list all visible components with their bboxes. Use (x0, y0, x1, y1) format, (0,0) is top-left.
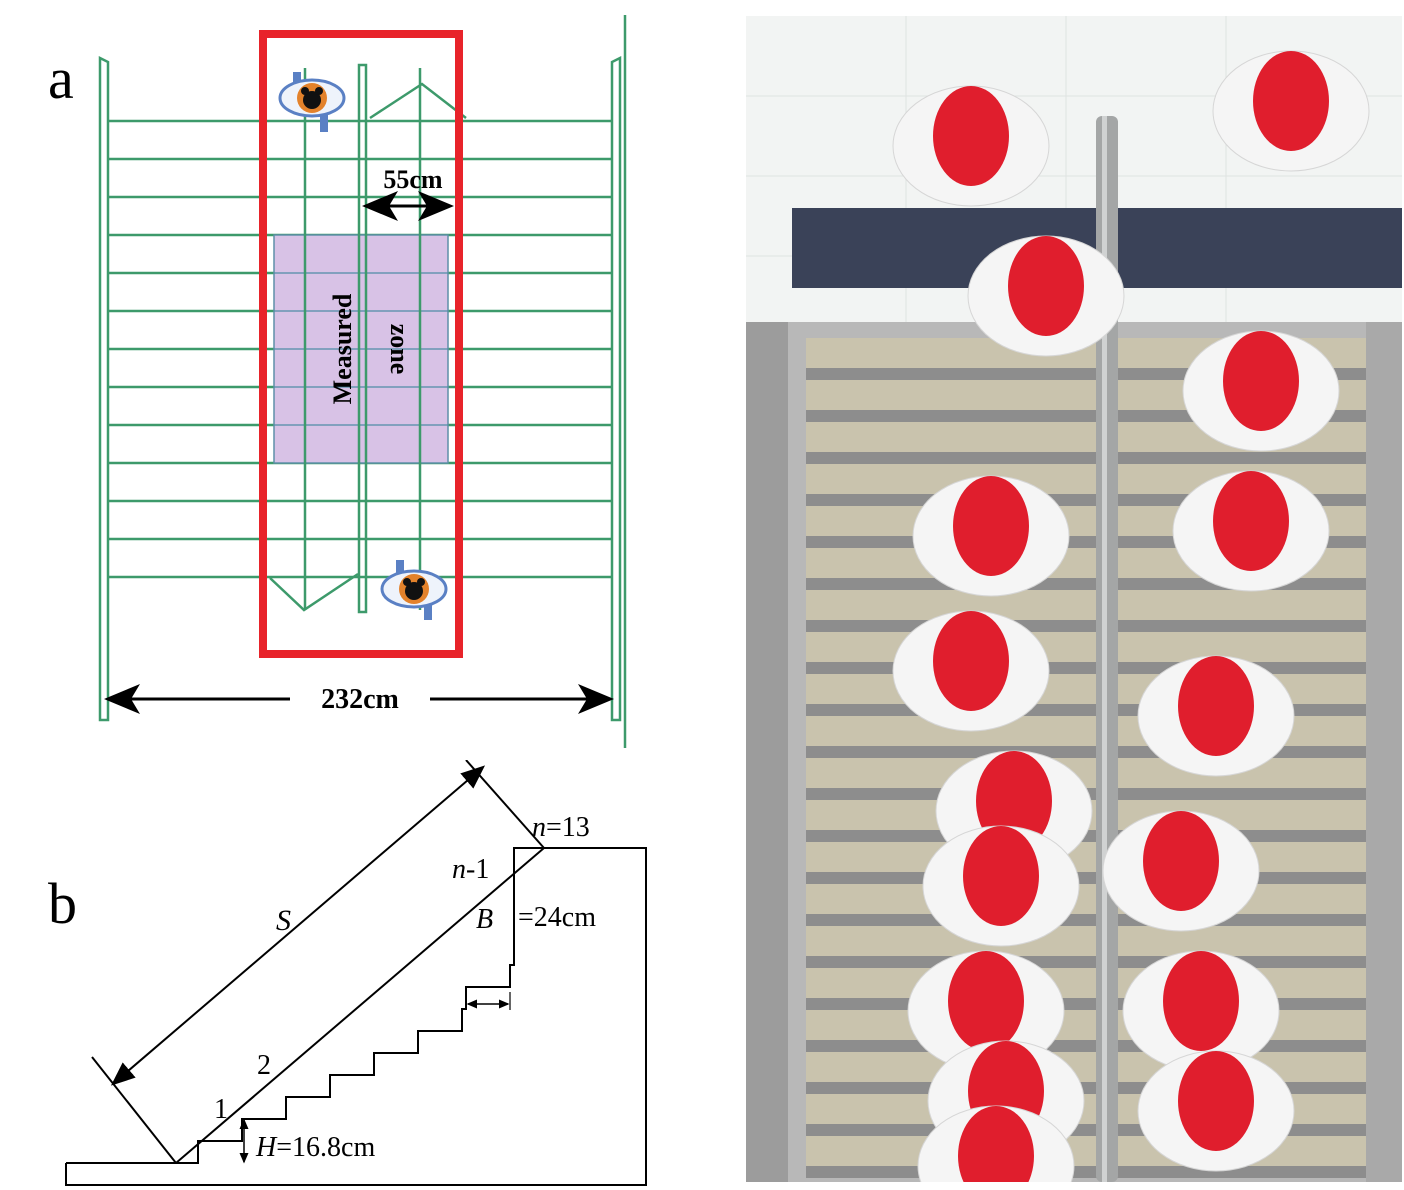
stair-step-edge (806, 452, 1366, 464)
red-cap (948, 951, 1024, 1051)
red-cap (1213, 471, 1289, 571)
panel-label-b: b (48, 871, 77, 936)
red-cap (933, 611, 1009, 711)
n-minus-1-symbol: n (452, 854, 466, 885)
participant (892, 85, 1050, 207)
n-minus-1-label: n-1 (452, 854, 489, 885)
participant (892, 610, 1050, 732)
stair-step-edge (806, 662, 1366, 674)
stair-step-edge (806, 620, 1366, 632)
n-minus-1-suffix: -1 (466, 854, 489, 885)
participant (1102, 810, 1260, 932)
tread-value: =24cm (518, 902, 596, 933)
participant (1182, 330, 1340, 452)
lane-width-label: 55cm (383, 165, 443, 194)
red-cap (1143, 811, 1219, 911)
participants (892, 50, 1370, 1182)
n-label: n=13 (532, 812, 590, 843)
red-cap (953, 476, 1029, 576)
slope-arrow (110, 765, 486, 1086)
participant (922, 825, 1080, 947)
riser-label: H=16.8cm (255, 1132, 375, 1163)
stair-step (806, 758, 1366, 788)
stair-step-edge (806, 872, 1366, 884)
stair-step (806, 632, 1366, 662)
red-cap (1008, 236, 1084, 336)
camera-icon-top (278, 72, 346, 132)
red-cap (963, 826, 1039, 926)
measured-zone-label-2: zone (385, 324, 414, 375)
stair-step (806, 1052, 1366, 1082)
participant (1172, 470, 1330, 592)
red-cap (1178, 656, 1254, 756)
step-label-2: 2 (257, 1050, 271, 1081)
camera-icon-bottom (380, 560, 448, 620)
stair-step (806, 1010, 1366, 1040)
stair-step-edge (806, 1040, 1366, 1052)
stair-step (806, 590, 1366, 620)
riser-symbol: H (255, 1132, 278, 1163)
stair-step (806, 884, 1366, 914)
stair-step-edge (806, 998, 1366, 1010)
observation-frame (259, 30, 463, 658)
tread-label: B (476, 904, 493, 935)
stair-plan-diagram: 55cm Measured zone 232cm (98, 15, 627, 748)
riser-value: =16.8cm (276, 1132, 375, 1163)
participant (907, 950, 1065, 1072)
red-cap (1178, 1051, 1254, 1151)
participant (912, 475, 1070, 597)
stair-outline (65, 847, 647, 1186)
tread-symbol: B (476, 904, 493, 935)
red-cap (1163, 951, 1239, 1051)
red-cap (1253, 51, 1329, 151)
stair-step (806, 926, 1366, 956)
participant (1137, 1050, 1295, 1172)
slope-label: S (276, 904, 291, 937)
n-value: =13 (546, 812, 590, 843)
participant (967, 235, 1125, 357)
participant (1137, 655, 1295, 777)
panel-label-a: a (48, 46, 74, 111)
step-label-1: 1 (214, 1094, 228, 1125)
participant (1212, 50, 1370, 172)
stair-step (806, 968, 1366, 998)
participant (917, 1105, 1075, 1182)
participant (1122, 950, 1280, 1072)
red-cap (958, 1106, 1034, 1182)
lane-lines (269, 63, 467, 614)
stair-step-edge (806, 914, 1366, 926)
stair-step-edge (806, 956, 1366, 968)
side-handrails (98, 15, 627, 748)
measured-zone-label: Measured (328, 293, 357, 404)
stair-width-label: 232cm (321, 684, 399, 715)
stair-section-diagram: S n=13 n-1 1 2 B =24cm H=16.8cm (65, 760, 647, 1186)
red-cap (1223, 331, 1299, 431)
stair-step-edge (806, 1166, 1366, 1178)
n-symbol: n (532, 812, 546, 843)
red-cap (933, 86, 1009, 186)
stair-steps-photo (806, 338, 1366, 1178)
stair-step (806, 842, 1366, 872)
stair-experiment-photo (746, 16, 1402, 1182)
